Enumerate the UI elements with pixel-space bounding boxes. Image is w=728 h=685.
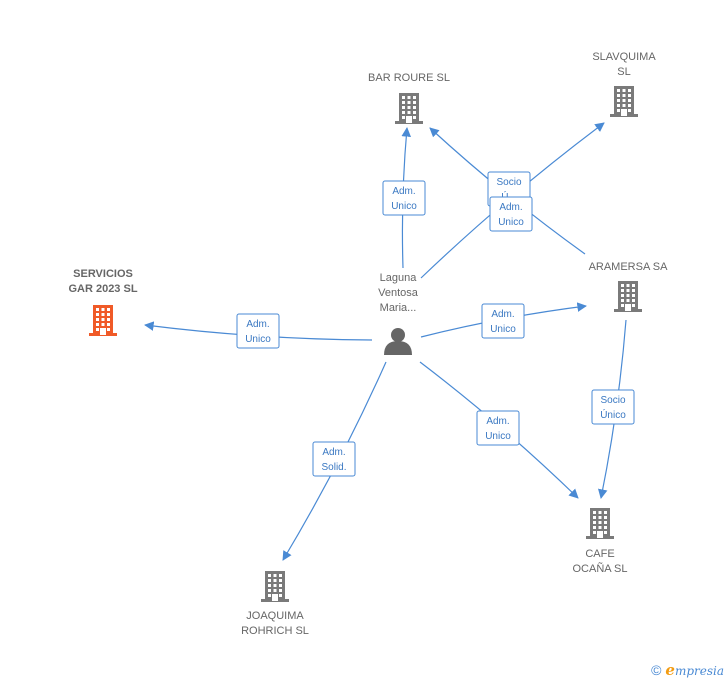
node-label-aramersa: ARAMERSA SA: [589, 261, 669, 273]
edge-label-box: [476, 410, 520, 446]
node-label-line: Laguna: [380, 272, 418, 284]
edge-label-text: Único: [600, 408, 626, 421]
node-label-servicios: SERVICIOS GAR 2023 SL: [68, 268, 137, 295]
building-icon-joaquima[interactable]: [261, 571, 289, 602]
node-label-line: ARAMERSA SA: [589, 261, 669, 273]
node-label-line: ROHRICH SL: [241, 625, 309, 637]
edge-label-text: Unico: [391, 201, 417, 212]
person-label: LagunaVentosaMaria...: [378, 272, 419, 314]
node-label-line: GAR 2023 SL: [68, 283, 137, 295]
edge-label-text: Unico: [245, 334, 271, 345]
edge-label-box: [236, 313, 280, 349]
edge-label-person-to-cafe-ocana[interactable]: Adm. Unico: [476, 410, 520, 446]
node-label-line: Maria...: [380, 302, 417, 314]
node-label-line: Ventosa: [378, 287, 419, 299]
edge-label-text: Adm.: [392, 186, 415, 197]
edge-label-text: Unico: [490, 324, 516, 335]
brand-logo[interactable]: empresia: [665, 661, 724, 679]
node-label-bar-roure: BAR ROURE SL: [368, 72, 450, 84]
edge-label-text: Socio: [600, 395, 625, 406]
building-icon-servicios[interactable]: [89, 305, 117, 336]
building-icon-cafe-ocana[interactable]: [586, 508, 614, 539]
brand-initial: e: [665, 661, 675, 679]
edge-label-text: Adm.: [491, 309, 514, 320]
edge-label-text: Adm.: [499, 202, 522, 213]
edge-label-text: Unico: [485, 431, 511, 442]
edge-label-text: Unico: [498, 217, 524, 228]
edge-label-text: Adm.: [486, 416, 509, 427]
edge-label-text: Solid.: [321, 462, 346, 473]
edge-label-box: [382, 180, 426, 216]
node-label-line: BAR ROURE SL: [368, 72, 450, 84]
edge-label-box: [591, 389, 635, 425]
person-icon[interactable]: [384, 328, 412, 355]
node-label-cafe-ocana: CAFE OCAÑA SL: [572, 548, 627, 575]
edge-labels-layer: Adm.UnicoSocioÚ...Adm.UnicoAdm.UnicoAdm.…: [236, 171, 635, 477]
node-label-line: SERVICIOS: [73, 268, 133, 280]
node-label-line: JOAQUIMA: [246, 610, 304, 622]
edge-label-text: Adm.: [322, 447, 345, 458]
brand-name: mpresia: [674, 664, 724, 678]
copyright-icon: ©: [651, 662, 662, 678]
edge-label-box: [481, 303, 525, 339]
edge-label-text: Adm.: [246, 319, 269, 330]
building-icon-bar-roure[interactable]: [395, 93, 423, 124]
node-label-line: CAFE: [585, 548, 614, 560]
edge-label-person-to-slavquima[interactable]: Adm. Unico: [489, 196, 533, 232]
edge-label-box: [489, 196, 533, 232]
node-label-joaquima: JOAQUIMA ROHRICH SL: [241, 610, 309, 637]
building-icon-slavquima[interactable]: [610, 86, 638, 117]
node-label-line: SLAVQUIMA: [592, 51, 656, 63]
edge-label-person-to-aramersa[interactable]: Adm. Unico: [481, 303, 525, 339]
edge-label-person-to-joaquima[interactable]: Adm. Solid.: [312, 441, 356, 477]
edge-label-box: [312, 441, 356, 477]
footer-credit: © empresia: [651, 661, 724, 679]
node-label-line: OCAÑA SL: [572, 562, 627, 575]
edge-label-text: Socio: [496, 177, 521, 188]
edge-label-person-to-bar-roure[interactable]: Adm. Unico: [382, 180, 426, 216]
node-label-line: SL: [617, 66, 630, 78]
edge-label-person-to-servicios[interactable]: Adm. Unico: [236, 313, 280, 349]
building-icon-aramersa[interactable]: [614, 281, 642, 312]
node-label-slavquima: SLAVQUIMA SL: [592, 51, 656, 78]
